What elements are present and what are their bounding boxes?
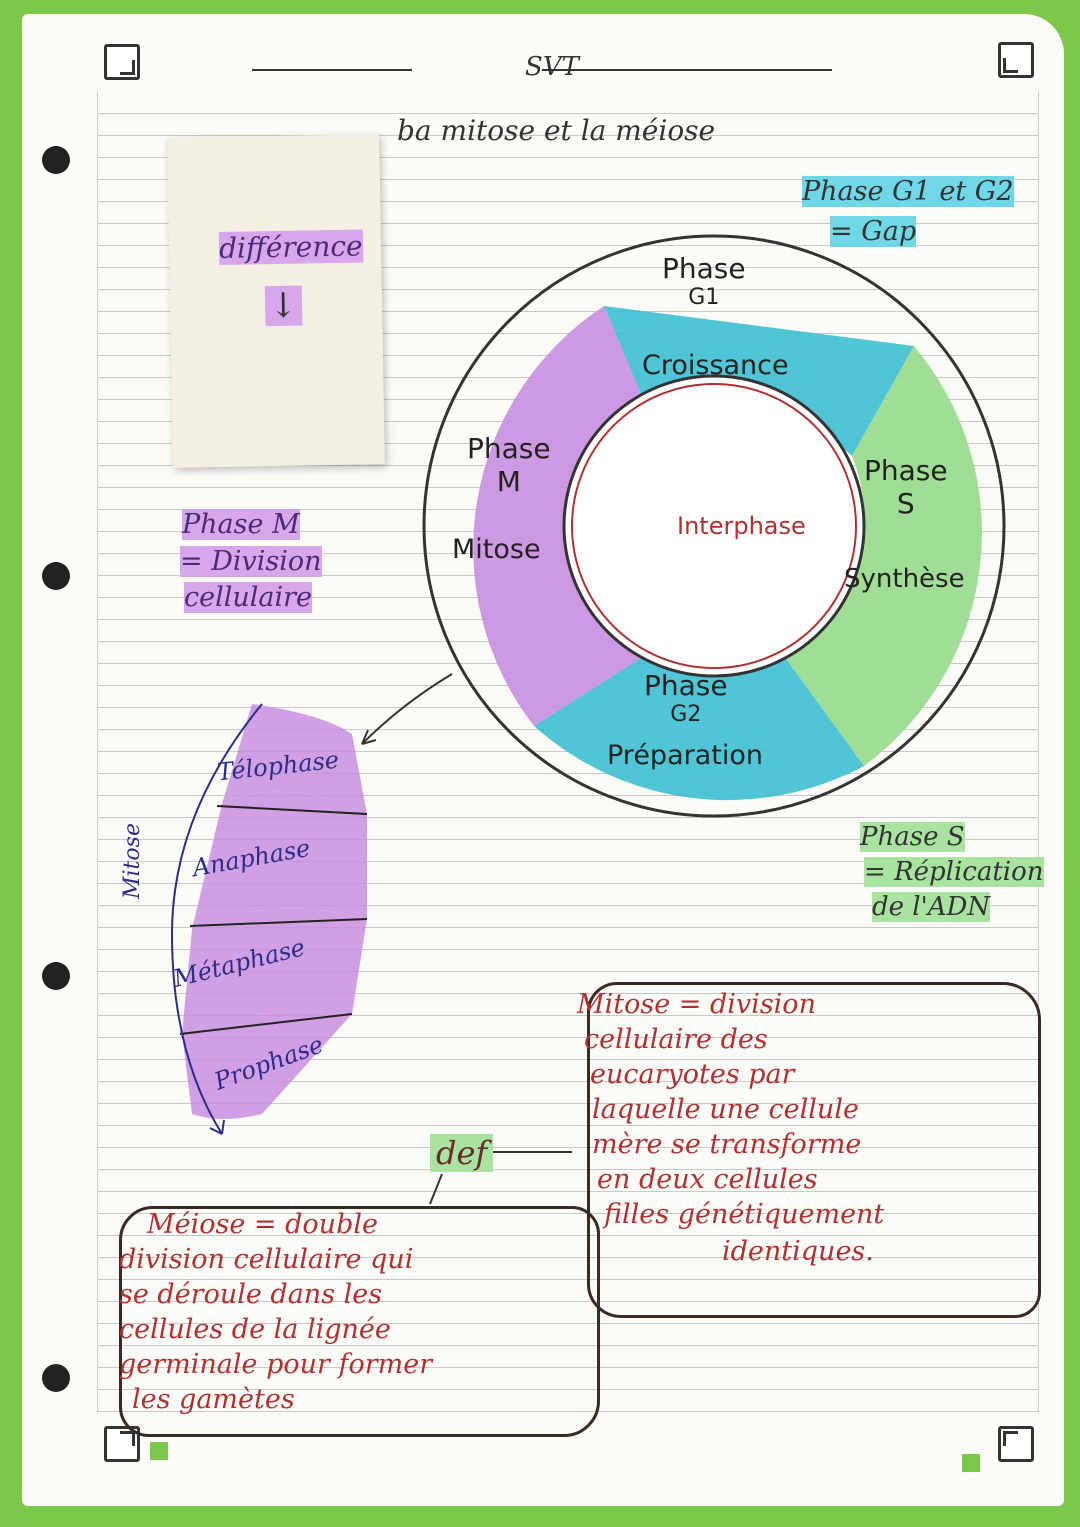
m-note-line1: Phase M bbox=[182, 509, 300, 540]
mitosis-phase-band bbox=[179, 704, 368, 1119]
binder-hole bbox=[42, 146, 70, 174]
subject-label: SVT bbox=[517, 52, 587, 82]
meiose-def-line: se déroule dans les bbox=[119, 1279, 383, 1310]
mitose-definition-box bbox=[587, 982, 1041, 1318]
mitose-def-line: cellulaire des bbox=[584, 1024, 768, 1055]
corner-mark-icon bbox=[104, 1426, 140, 1462]
corner-mark-icon bbox=[104, 44, 140, 80]
page-title: ba mitose et la méiose bbox=[397, 114, 716, 147]
meiose-def-line: germinale pour former bbox=[119, 1349, 433, 1380]
binder-hole bbox=[42, 562, 70, 590]
page-header: SVT bbox=[252, 52, 852, 82]
meiose-def-line: Méiose = double bbox=[147, 1209, 378, 1240]
g2-role: Préparation bbox=[607, 740, 763, 771]
mitose-def-line: mère se transforme bbox=[592, 1129, 862, 1160]
mitose-def-line: filles génétiquement bbox=[604, 1199, 885, 1230]
gap-note-line2: = Gap bbox=[830, 216, 917, 247]
def-label: def bbox=[430, 1134, 494, 1172]
s-note-line1: Phase S bbox=[860, 822, 965, 852]
g1-role: Croissance bbox=[642, 350, 789, 381]
meiose-def-line: division cellulaire qui bbox=[119, 1244, 414, 1275]
corner-mark-icon bbox=[998, 1426, 1034, 1462]
mitose-def-line: eucaryotes par bbox=[590, 1059, 795, 1090]
green-square-icon bbox=[150, 1442, 168, 1460]
m-note-line2: = Division bbox=[180, 546, 322, 577]
cell-cycle-diagram bbox=[170, 234, 1006, 1205]
mitose-def-line: laquelle une cellule bbox=[592, 1094, 859, 1125]
gap-note-line1: Phase G1 et G2 bbox=[802, 176, 1014, 207]
green-square-icon bbox=[962, 1454, 980, 1472]
mitose-side-label: Mitose bbox=[120, 823, 145, 899]
m-role: Mitose bbox=[452, 534, 541, 565]
interphase-label: Interphase bbox=[677, 512, 806, 540]
mitosis-bracket bbox=[170, 703, 263, 1135]
s-role: Synthèse bbox=[844, 564, 965, 594]
mitose-def-line: en deux cellules bbox=[597, 1164, 818, 1195]
notebook-page: SVT ba mitose et la méiose différence ↓ … bbox=[22, 14, 1064, 1506]
mitosis-arrow bbox=[361, 673, 453, 745]
s-note-line3: de l'ADN bbox=[872, 892, 991, 922]
mitose-def-line: identiques. bbox=[722, 1236, 874, 1267]
mitose-def-line: Mitose = division bbox=[577, 989, 816, 1020]
s-note-line2: = Réplication bbox=[864, 857, 1044, 887]
segment-g2 bbox=[534, 656, 864, 801]
meiose-definition-box bbox=[119, 1206, 600, 1437]
meiose-def-line: cellules de la lignée bbox=[119, 1314, 391, 1345]
binder-hole bbox=[42, 962, 70, 990]
binder-hole bbox=[42, 1364, 70, 1392]
m-note-line3: cellulaire bbox=[184, 582, 313, 613]
corner-mark-icon bbox=[998, 42, 1034, 78]
segment-s bbox=[784, 346, 982, 766]
meiose-def-line: les gamètes bbox=[132, 1384, 295, 1415]
